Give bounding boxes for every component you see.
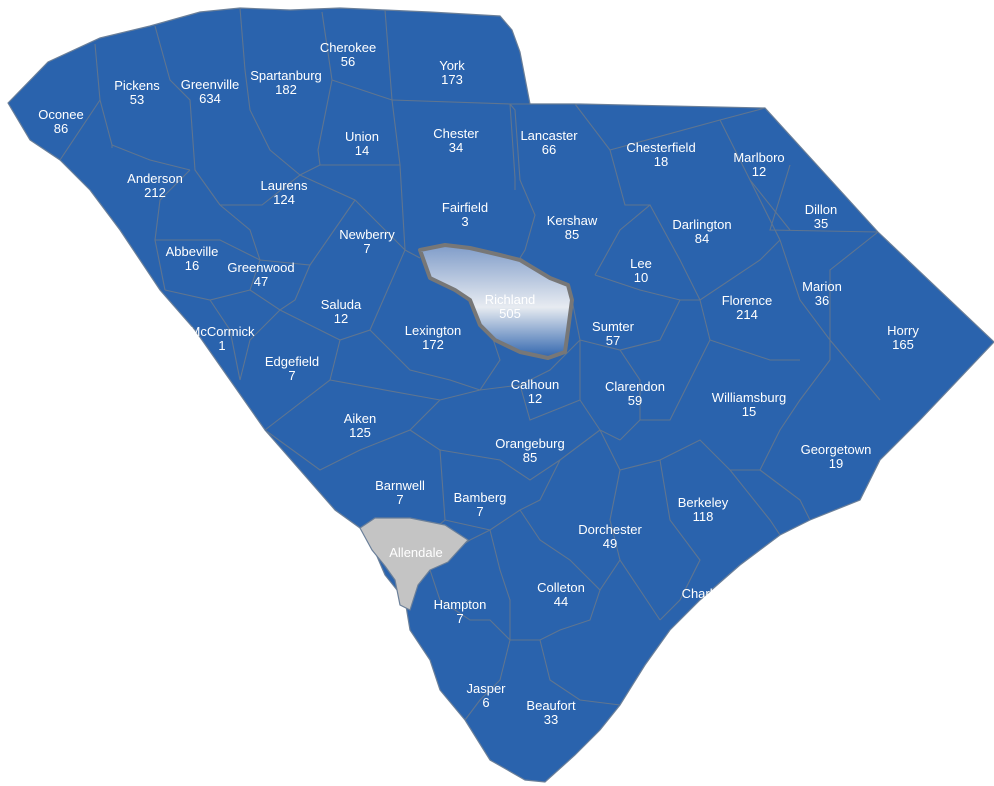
county-richland[interactable] [418,243,574,360]
state-shape [7,7,994,783]
county-count-charleston: 300 [702,600,724,615]
county-allendale[interactable] [359,517,469,611]
